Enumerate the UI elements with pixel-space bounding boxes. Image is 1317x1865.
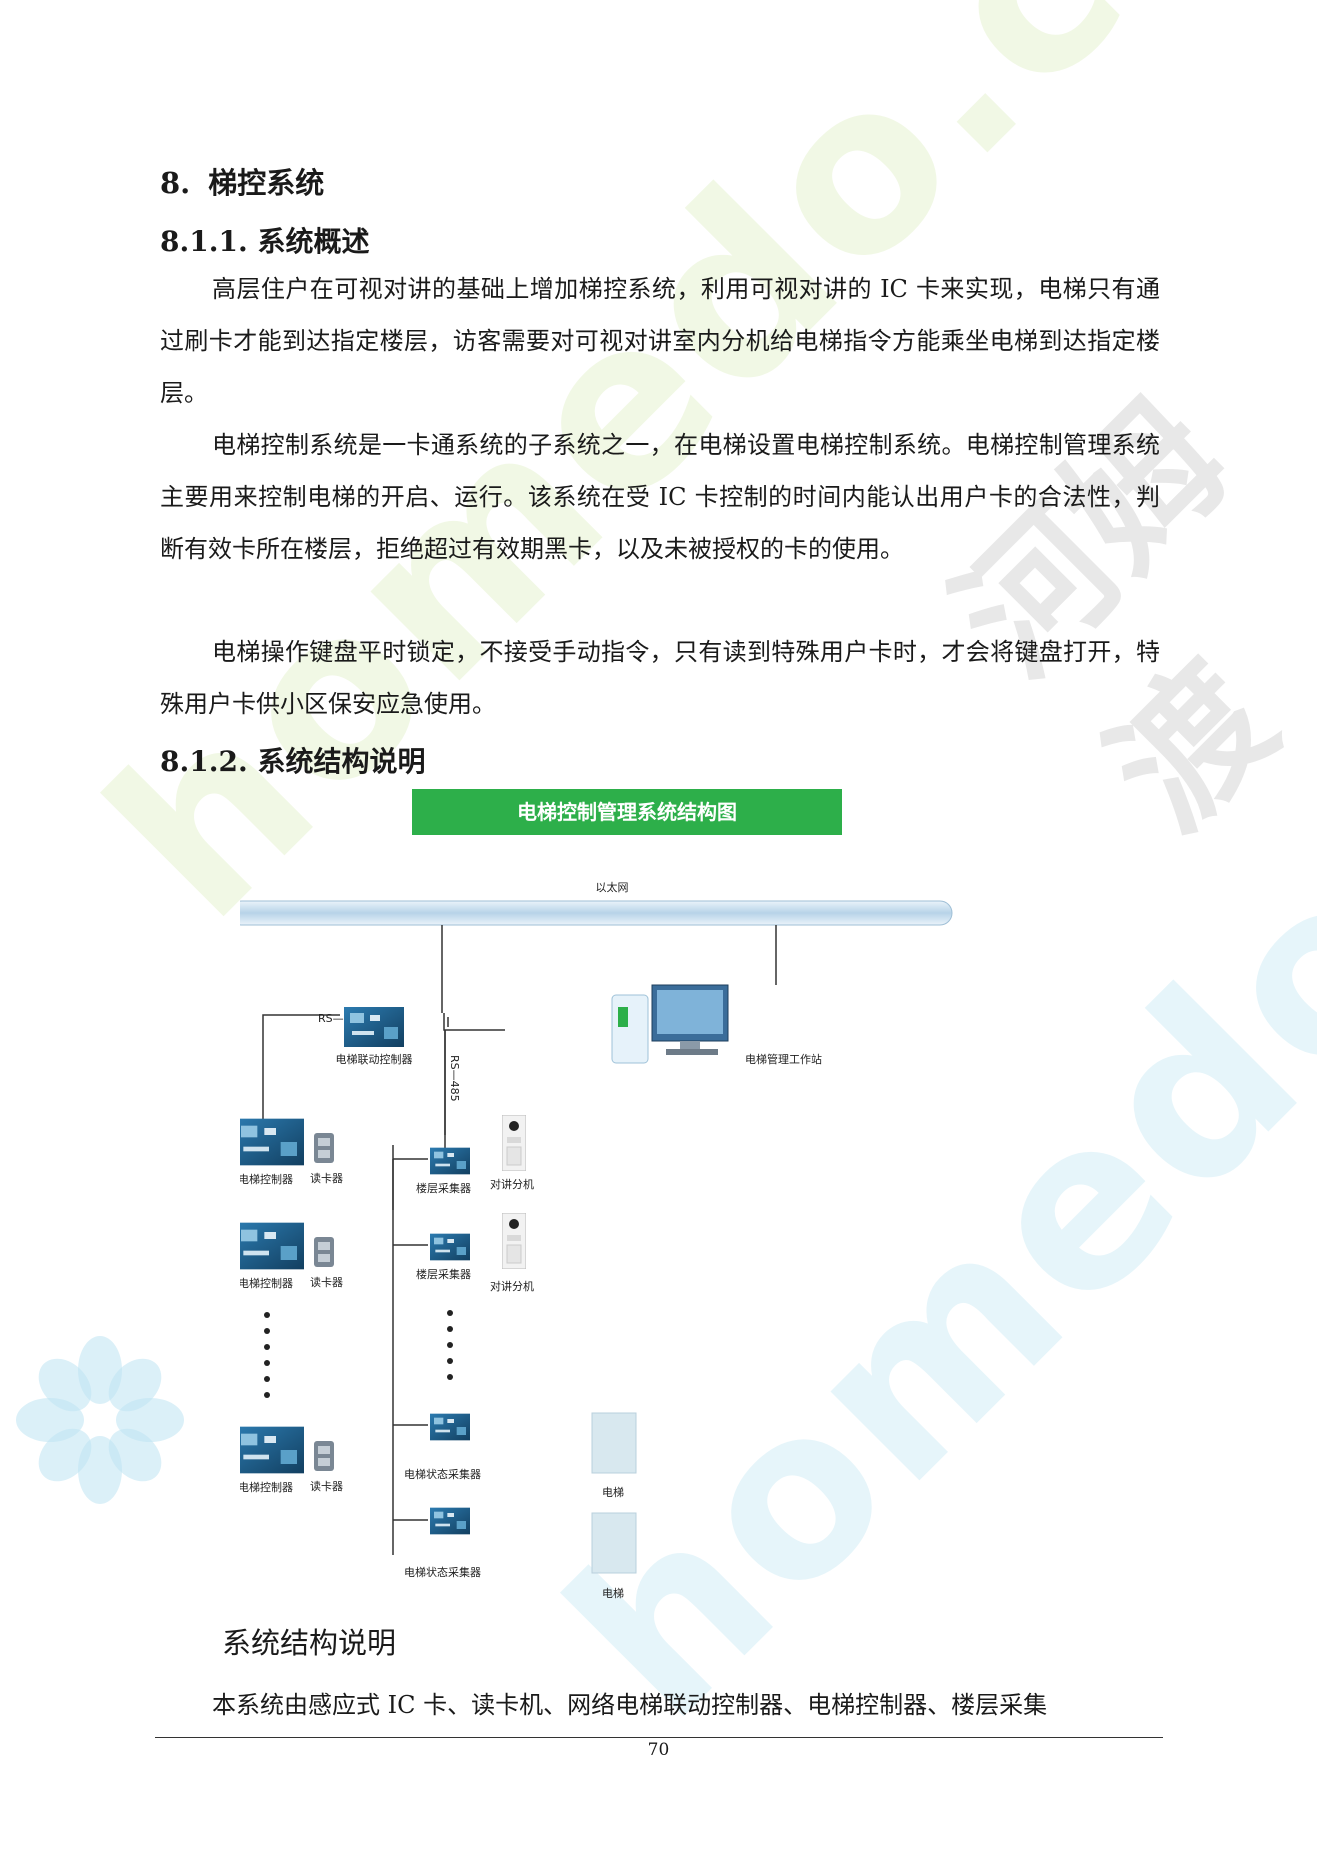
card-reader-label: 读卡器 [310, 1479, 343, 1493]
elevator-label: 电梯 [602, 1587, 624, 1600]
ethernet-label: 以太网 [596, 881, 629, 894]
linkage-controller-board [344, 1007, 404, 1047]
paragraph: 本系统由感应式 IC 卡、读卡机、网络电梯联动控制器、电梯控制器、楼层采集 [212, 1691, 1048, 1719]
intercom-unit [502, 1213, 526, 1269]
status-collector-board [430, 1507, 470, 1535]
chapter-heading: 8. 梯控系统 [160, 160, 324, 202]
system-structure-diagram: 电梯控制管理系统结构图 以太网 [240, 785, 980, 1605]
elevator-label: 电梯 [602, 1486, 624, 1499]
card-reader-device [314, 1441, 334, 1471]
linkage-controller-label: 电梯联动控制器 [336, 1052, 413, 1066]
section-heading-structure: 8.1.2. 系统结构说明 [160, 745, 426, 778]
elevator-controller-label: 电梯控制器 [240, 1480, 293, 1494]
card-reader-device [314, 1237, 334, 1267]
watermark-flower-icon [16, 1336, 184, 1504]
card-reader-device [314, 1133, 334, 1163]
intercom-label: 对讲分机 [490, 1279, 534, 1293]
page-number: 70 [647, 1740, 670, 1760]
elevator-controller-board [240, 1118, 304, 1166]
section-heading-overview: 8.1.1. 系统概述 [160, 225, 370, 258]
chapter-number: 8. [160, 166, 191, 200]
paragraph: 高层住户在可视对讲的基础上增加梯控系统，利用可视对讲的 IC 卡来实现，电梯只有… [160, 275, 1160, 407]
paragraph: 电梯操作键盘平时锁定，不接受手动指令，只有读到特殊用户卡时，才会将键盘打开，特殊… [160, 638, 1160, 718]
paragraph: 电梯控制系统是一卡通系统的子系统之一，在电梯设置电梯控制系统。电梯控制管理系统主… [160, 431, 1160, 563]
elevator-controller-label: 电梯控制器 [240, 1172, 293, 1186]
status-collector-label: 电梯状态采集器 [404, 1467, 481, 1481]
status-collector-label: 电梯状态采集器 [404, 1565, 481, 1579]
elevator-car [591, 1512, 637, 1574]
ellipsis-dots-left [264, 1312, 270, 1398]
footer-divider [155, 1737, 1163, 1738]
floor-collector-board [430, 1233, 470, 1261]
card-reader-label: 读卡器 [310, 1171, 343, 1185]
intercom-unit [502, 1115, 526, 1171]
floor-collector-label: 楼层采集器 [416, 1267, 471, 1281]
diagram-title-bar [412, 789, 842, 835]
diagram-canvas: 电梯控制管理系统结构图 以太网 [240, 789, 953, 1600]
intercom-label: 对讲分机 [490, 1177, 534, 1191]
bus-branches [392, 1030, 446, 1555]
elevator-controller-board [240, 1426, 304, 1474]
elevator-controller-label: 电梯控制器 [240, 1276, 293, 1290]
workstation-label: 电梯管理工作站 [745, 1052, 822, 1066]
card-reader-label: 读卡器 [310, 1275, 343, 1289]
floor-collector-board [430, 1147, 470, 1175]
ethernet-bus [240, 900, 953, 926]
diagram-caption: 系统结构说明 [222, 1626, 397, 1660]
ellipsis-dots-right [447, 1310, 453, 1380]
floor-collector-label: 楼层采集器 [416, 1181, 471, 1195]
diagram-title: 电梯控制管理系统结构图 [517, 800, 737, 824]
rs485-label: RS—485 [448, 1055, 461, 1102]
chapter-title: 梯控系统 [208, 166, 325, 200]
workstation-computer [611, 984, 729, 1064]
elevator-controller-board [240, 1222, 304, 1270]
elevator-car [591, 1412, 637, 1474]
status-collector-board [430, 1413, 470, 1441]
